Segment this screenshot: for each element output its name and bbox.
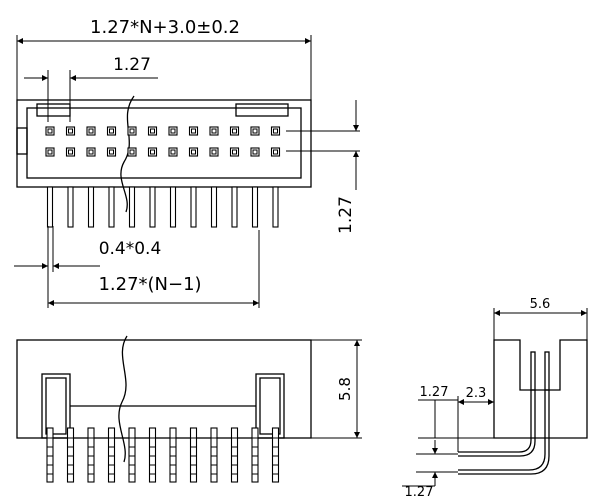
pin-span-label: 1.27*(N−1) bbox=[98, 274, 201, 295]
front-pin bbox=[87, 427, 95, 483]
pin-square-row2 bbox=[270, 147, 281, 157]
side-pitch-label: 1.27 bbox=[420, 385, 449, 400]
side-view: 5.6 2.3 1.27 1.27 bbox=[402, 297, 588, 500]
offset-label: 2.3 bbox=[466, 386, 487, 401]
side-tail-inner bbox=[458, 390, 532, 453]
front-right-post bbox=[255, 373, 285, 439]
pin-square-row2 bbox=[65, 147, 76, 157]
row-pitch-label: 1.27 bbox=[336, 196, 356, 234]
pin-square-row2 bbox=[229, 147, 240, 157]
front-pin bbox=[128, 427, 136, 483]
pin-square-row1 bbox=[65, 126, 76, 136]
pin-square-row1 bbox=[270, 126, 281, 136]
pin-tail bbox=[169, 186, 177, 228]
tail-pitch-label: 1.27 bbox=[405, 485, 434, 500]
break-line-top bbox=[120, 95, 135, 213]
front-pin bbox=[46, 427, 54, 483]
break-line-front bbox=[118, 335, 128, 463]
pin-square-row2 bbox=[127, 147, 137, 157]
pin-tail bbox=[87, 186, 95, 228]
pin-square-row1 bbox=[127, 126, 137, 136]
housing-outline bbox=[16, 99, 312, 188]
front-pin-array bbox=[46, 427, 280, 483]
front-pin bbox=[251, 427, 259, 483]
front-pin bbox=[230, 427, 239, 483]
pin-tail bbox=[210, 186, 218, 228]
pin-square-row2 bbox=[188, 147, 199, 157]
pin-tail bbox=[128, 186, 136, 228]
pin-square-row1 bbox=[86, 126, 96, 136]
pin-tail bbox=[231, 186, 238, 228]
side-housing bbox=[493, 339, 588, 439]
pin-square-row2 bbox=[106, 147, 117, 157]
pin-tail bbox=[46, 186, 54, 228]
top-pin-array bbox=[45, 126, 281, 228]
front-pin bbox=[271, 427, 280, 483]
pin-tail bbox=[149, 186, 156, 228]
front-pin bbox=[210, 427, 218, 483]
pin-square-row2 bbox=[209, 147, 219, 157]
pin-square-row1 bbox=[188, 126, 199, 136]
front-pin bbox=[169, 427, 177, 483]
front-pin bbox=[148, 427, 157, 483]
pin-square-row1 bbox=[45, 126, 55, 136]
pin-square-row2 bbox=[168, 147, 178, 157]
side-pin-2 bbox=[544, 351, 550, 391]
pitch-label: 1.27 bbox=[113, 55, 151, 75]
pin-square-row2 bbox=[86, 147, 96, 157]
height-label: 5.8 bbox=[336, 377, 354, 401]
pin-tail bbox=[108, 186, 115, 228]
pin-square-row1 bbox=[250, 126, 260, 136]
left-key bbox=[16, 127, 28, 155]
pin-tail bbox=[272, 186, 279, 228]
front-housing bbox=[16, 339, 312, 439]
side-tail-outer bbox=[458, 390, 546, 471]
left-latch bbox=[36, 103, 71, 117]
pin-square-row1 bbox=[229, 126, 240, 136]
pin-square-row1 bbox=[106, 126, 117, 136]
top-view: 1.27*N+3.0±0.2 1.27 1.27 0.4*0.4 bbox=[14, 17, 360, 308]
pin-square-row2 bbox=[45, 147, 55, 157]
pin-square-row1 bbox=[209, 126, 219, 136]
overall-width-label: 1.27*N+3.0±0.2 bbox=[90, 17, 240, 38]
depth-label: 5.6 bbox=[530, 297, 551, 312]
front-view: 5.8 bbox=[16, 335, 362, 483]
front-pin bbox=[66, 427, 75, 483]
housing-inner bbox=[26, 107, 302, 179]
front-left-post bbox=[41, 373, 71, 439]
front-pin bbox=[107, 427, 116, 483]
pin-tail bbox=[251, 186, 259, 228]
pin-tail bbox=[190, 186, 197, 228]
pin-size-label: 0.4*0.4 bbox=[99, 239, 162, 259]
pin-square-row1 bbox=[147, 126, 158, 136]
front-pin bbox=[189, 427, 198, 483]
pin-square-row2 bbox=[147, 147, 158, 157]
right-latch bbox=[235, 103, 289, 117]
pin-square-row1 bbox=[168, 126, 178, 136]
pin-square-row2 bbox=[250, 147, 260, 157]
side-pin-1 bbox=[530, 351, 536, 391]
pin-tail bbox=[67, 186, 74, 228]
